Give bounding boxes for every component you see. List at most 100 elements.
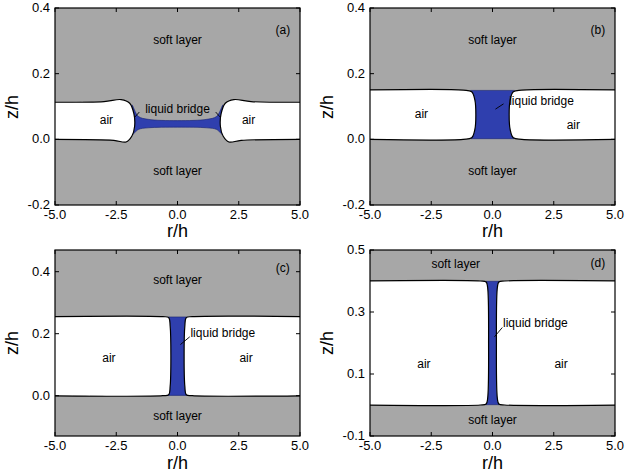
- air-region: [184, 316, 300, 396]
- region-label: soft layer: [468, 34, 517, 47]
- tick-mark: [177, 250, 178, 254]
- tick-mark: [296, 139, 300, 140]
- tick-label: -5.0: [359, 208, 381, 222]
- tick-mark: [55, 8, 56, 12]
- tick-label: -2.5: [420, 208, 442, 222]
- tick-mark: [177, 201, 178, 205]
- axis-title: r/h: [482, 454, 503, 474]
- tick-mark: [492, 250, 493, 254]
- tick-label: 0.0: [483, 208, 501, 222]
- tick-mark: [55, 395, 59, 396]
- air-region: [496, 281, 615, 406]
- tick-mark: [370, 201, 371, 205]
- tick-label: 0.4: [32, 265, 50, 279]
- region-label: air: [100, 114, 113, 127]
- liquid-bridge-shape: [470, 90, 514, 138]
- tick-mark: [116, 432, 117, 436]
- tick-label: 0.2: [32, 327, 50, 341]
- region-label: air: [239, 352, 252, 365]
- leader-line: [180, 337, 189, 345]
- tick-mark: [370, 250, 374, 251]
- region-label: air: [242, 114, 255, 127]
- tick-mark: [296, 395, 300, 396]
- tick-mark: [300, 432, 301, 436]
- tick-mark: [431, 432, 432, 436]
- region-label: soft layer: [153, 166, 202, 179]
- tick-mark: [492, 432, 493, 436]
- tick-mark: [55, 271, 59, 272]
- leader-line: [494, 328, 502, 337]
- tick-mark: [238, 201, 239, 205]
- tick-mark: [553, 8, 554, 12]
- tick-mark: [492, 8, 493, 12]
- tick-label: 0.3: [347, 305, 365, 319]
- region-label: soft layer: [431, 258, 480, 271]
- tick-label: -5.0: [44, 208, 66, 222]
- tick-label: 5.0: [291, 439, 309, 453]
- region-label: air: [554, 358, 567, 371]
- tick-mark: [55, 432, 56, 436]
- tick-mark: [553, 250, 554, 254]
- region-label: air: [417, 358, 430, 371]
- tick-mark: [296, 333, 300, 334]
- air-region: [370, 281, 489, 406]
- tick-mark: [177, 432, 178, 436]
- tick-mark: [238, 8, 239, 12]
- tick-mark: [296, 8, 300, 9]
- axis-title: z/h: [318, 331, 338, 355]
- tick-label: 5.0: [291, 208, 309, 222]
- leader-line: [135, 112, 139, 117]
- tick-mark: [300, 8, 301, 12]
- tick-mark: [370, 73, 374, 74]
- tick-label: 2.5: [545, 439, 563, 453]
- tick-label: 0.2: [347, 67, 365, 81]
- tick-label: 0.0: [168, 208, 186, 222]
- tick-label: -5.0: [359, 439, 381, 453]
- tick-mark: [296, 271, 300, 272]
- axis-title: z/h: [3, 94, 23, 118]
- tick-mark: [55, 201, 56, 205]
- tick-mark: [300, 201, 301, 205]
- tick-mark: [553, 201, 554, 205]
- air-region: [220, 99, 300, 142]
- panel-letter: (c): [276, 262, 290, 275]
- plot-frame: [55, 8, 300, 205]
- leader-line: [495, 104, 503, 109]
- tick-label: 5.0: [606, 439, 624, 453]
- leader-line: [216, 112, 220, 117]
- tick-mark: [296, 205, 300, 206]
- tick-label: 5.0: [606, 208, 624, 222]
- tick-label: -2.5: [105, 439, 127, 453]
- tick-label: -5.0: [44, 439, 66, 453]
- tick-mark: [296, 73, 300, 74]
- tick-mark: [300, 250, 301, 254]
- plot-frame: [55, 250, 300, 436]
- tick-mark: [370, 436, 374, 437]
- tick-mark: [370, 8, 374, 9]
- region-label: soft layer: [153, 34, 202, 47]
- tick-label: 0.2: [32, 67, 50, 81]
- tick-label: 0.5: [347, 243, 365, 257]
- air-region: [509, 89, 615, 140]
- tick-mark: [431, 8, 432, 12]
- tick-mark: [55, 333, 59, 334]
- axis-title: r/h: [482, 222, 503, 242]
- tick-mark: [238, 432, 239, 436]
- tick-mark: [370, 8, 371, 12]
- tick-mark: [370, 312, 374, 313]
- tick-mark: [116, 8, 117, 12]
- axis-title: r/h: [167, 454, 188, 474]
- tick-label: -2.5: [105, 208, 127, 222]
- tick-mark: [615, 250, 616, 254]
- region-label: soft layer: [468, 166, 517, 179]
- air-region: [55, 316, 171, 396]
- tick-label: 0.4: [32, 1, 50, 15]
- panel-plot: [55, 8, 300, 205]
- tick-label: 0.0: [32, 132, 50, 146]
- axis-title: z/h: [3, 331, 23, 355]
- tick-mark: [55, 250, 56, 254]
- callout-label: liquid bridge: [503, 318, 568, 331]
